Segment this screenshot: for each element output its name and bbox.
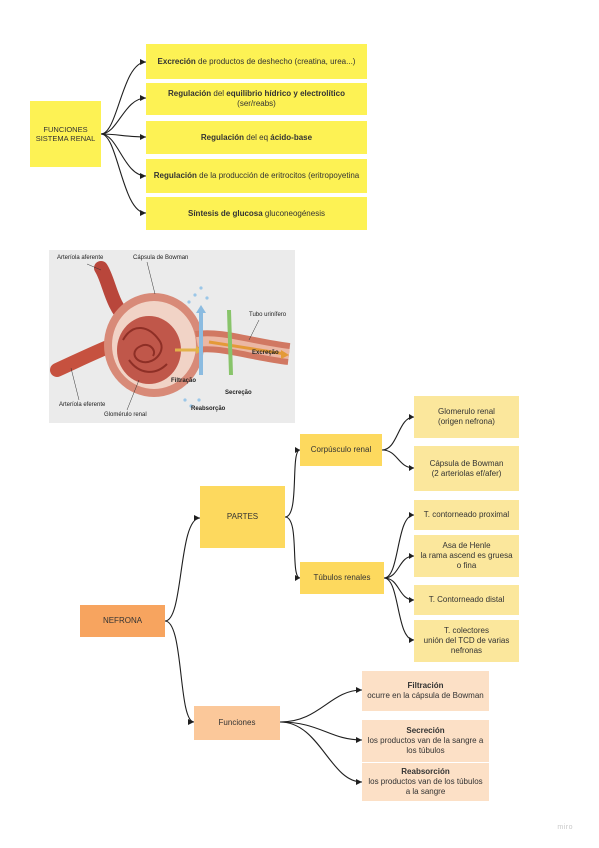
label-capsula-bowman: Cápsula de Bowman bbox=[133, 255, 189, 261]
node-t-colectores[interactable]: T. colectores unión del TCD de varias ne… bbox=[414, 620, 519, 662]
item-eritrocitos-text: de la producción de eritrocitos (eritrop… bbox=[196, 171, 360, 180]
label-glomerulo-renal: Glomérulo renal bbox=[104, 412, 147, 418]
label-filtracao: Filtração bbox=[171, 378, 197, 384]
nephron-illustration: Arteríola aferente Cápsula de Bowman Tub… bbox=[49, 250, 295, 423]
label-arteriola-eferente: Arteríola eferente bbox=[59, 402, 106, 408]
node-reabsorcion[interactable]: Reabsorción los productos van de los túb… bbox=[362, 763, 489, 801]
item-equilibrio-hidrico[interactable]: Regulación del equilibrio hídrico y elec… bbox=[146, 83, 367, 115]
node-t-contorneado-distal[interactable]: T. Contorneado distal bbox=[414, 585, 519, 615]
item-equilibrio-text: del bbox=[211, 89, 227, 98]
item-equilibrio-bold: Regulación bbox=[168, 89, 212, 98]
item-acido-base-bold2: ácido-base bbox=[270, 132, 313, 142]
label-excrecao: Excreção bbox=[252, 350, 279, 356]
node-asa-de-henle[interactable]: Asa de Henle la rama ascend es gruesa o … bbox=[414, 535, 519, 577]
item-excrecion-bold: Excreción bbox=[157, 56, 196, 66]
label-reabsorcao: Reabsorção bbox=[191, 406, 226, 412]
item-equilibrio-line2: (ser/reabs) bbox=[237, 99, 276, 108]
node-tubulos-renales[interactable]: Túbulos renales bbox=[300, 562, 384, 594]
item-eritrocitos-bold: Regulación bbox=[153, 171, 197, 180]
item-sintesis-text: gluconeogénesis bbox=[262, 208, 325, 218]
item-sintesis-bold: Síntesis de glucosa bbox=[188, 208, 263, 218]
item-excrecion-text: de productos de deshecho (creatina, urea… bbox=[195, 56, 356, 66]
item-eritrocitos[interactable]: Regulación de la producción de eritrocit… bbox=[146, 159, 367, 193]
item-excrecion[interactable]: Excreción de productos de deshecho (crea… bbox=[146, 44, 367, 79]
node-filtracion[interactable]: Filtración ocurre en la cápsula de Bowma… bbox=[362, 671, 489, 711]
label-tubo-urinifero: Tubo urinífero bbox=[249, 312, 287, 318]
node-partes[interactable]: PARTES bbox=[200, 486, 285, 548]
miro-logo: miro bbox=[557, 824, 573, 831]
node-funciones[interactable]: Funciones bbox=[194, 706, 280, 740]
node-glomerulo-renal[interactable]: Glomerulo renal (origen nefrona) bbox=[414, 396, 519, 438]
label-arteriola-aferente: Arteríola aferente bbox=[57, 255, 104, 261]
item-sintesis-glucosa[interactable]: Síntesis de glucosa gluconeogénesis bbox=[146, 197, 367, 230]
root-funciones-sistema-renal[interactable]: FUNCIONES SISTEMA RENAL bbox=[30, 101, 101, 167]
label-secrecao: Secreção bbox=[225, 390, 252, 396]
item-acido-base-text: del eq bbox=[244, 132, 271, 142]
node-secrecion[interactable]: Secreción los productos van de la sangre… bbox=[362, 720, 489, 762]
item-acido-base[interactable]: Regulación del eq ácido-base bbox=[146, 121, 367, 154]
node-t-contorneado-proximal[interactable]: T. contorneado proximal bbox=[414, 500, 519, 530]
item-acido-base-pre: Regulación bbox=[200, 132, 245, 142]
root-nefrona[interactable]: NEFRONA bbox=[80, 605, 165, 637]
item-equilibrio-bold2: equilibrio hídrico y electrolítico bbox=[226, 89, 345, 98]
node-capsula-bowman[interactable]: Cápsula de Bowman (2 arteriolas ef/afer) bbox=[414, 446, 519, 491]
node-corpusculo-renal[interactable]: Corpúsculo renal bbox=[300, 434, 382, 466]
nephron-drawing bbox=[50, 261, 291, 411]
